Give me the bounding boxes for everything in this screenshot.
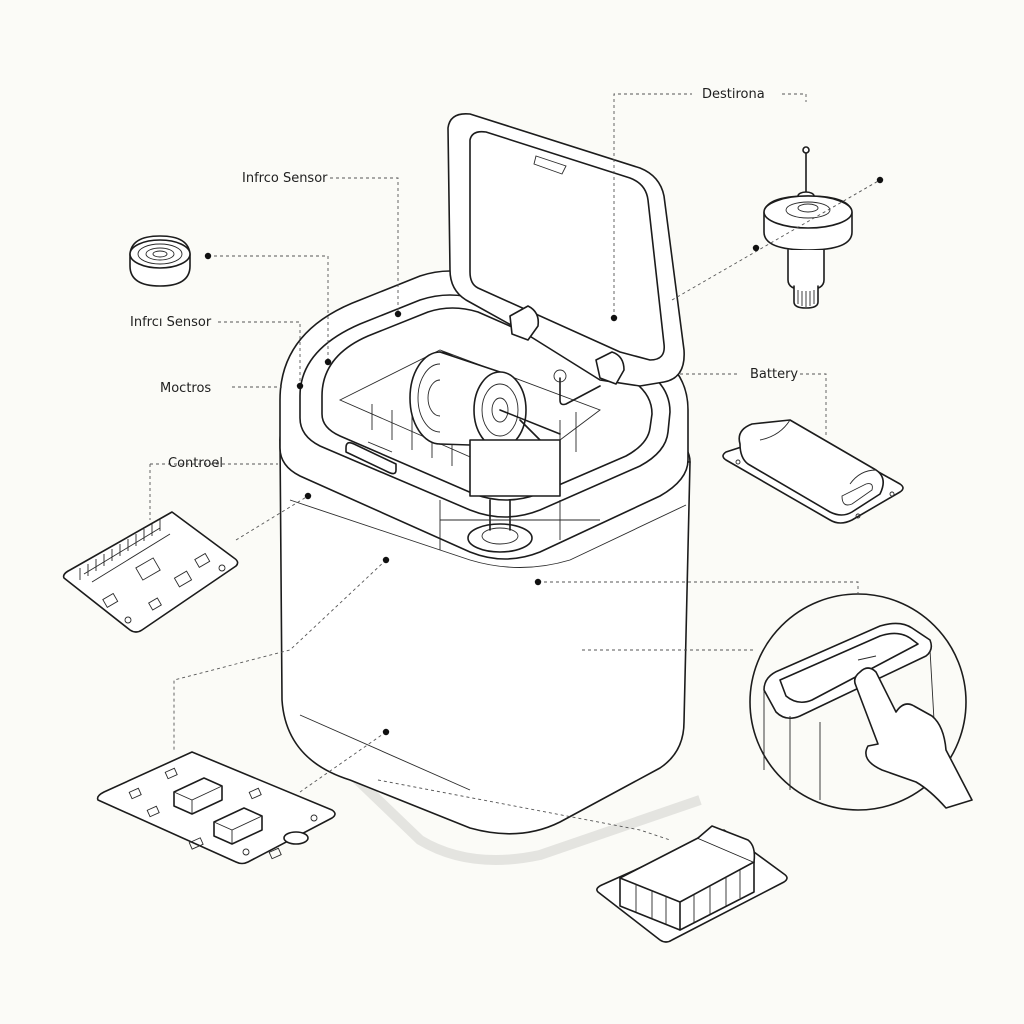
label-infrared-sensor-top: Infrco Sensor: [242, 171, 328, 186]
label-battery: Battery: [750, 367, 799, 382]
battery-block: [596, 825, 788, 943]
control-board-bottom: [96, 751, 336, 865]
bin-lid: [447, 112, 685, 387]
motor-component: [763, 146, 853, 309]
spool-mechanism: [338, 349, 601, 553]
label-motor: Moctros: [160, 381, 212, 396]
label-infrared-sensor-mid: Infrcı Sensor: [130, 315, 212, 330]
battery-component: [722, 419, 904, 524]
label-destination: Destirona: [702, 87, 765, 102]
leader-lines: [149, 93, 881, 841]
detail-inset: [749, 593, 973, 811]
control-board-left: [62, 511, 239, 633]
label-control: Controel: [168, 456, 223, 471]
ground-shadow: [286, 711, 702, 865]
bearing-ring: [129, 235, 191, 287]
leader-dots: [204, 176, 884, 736]
